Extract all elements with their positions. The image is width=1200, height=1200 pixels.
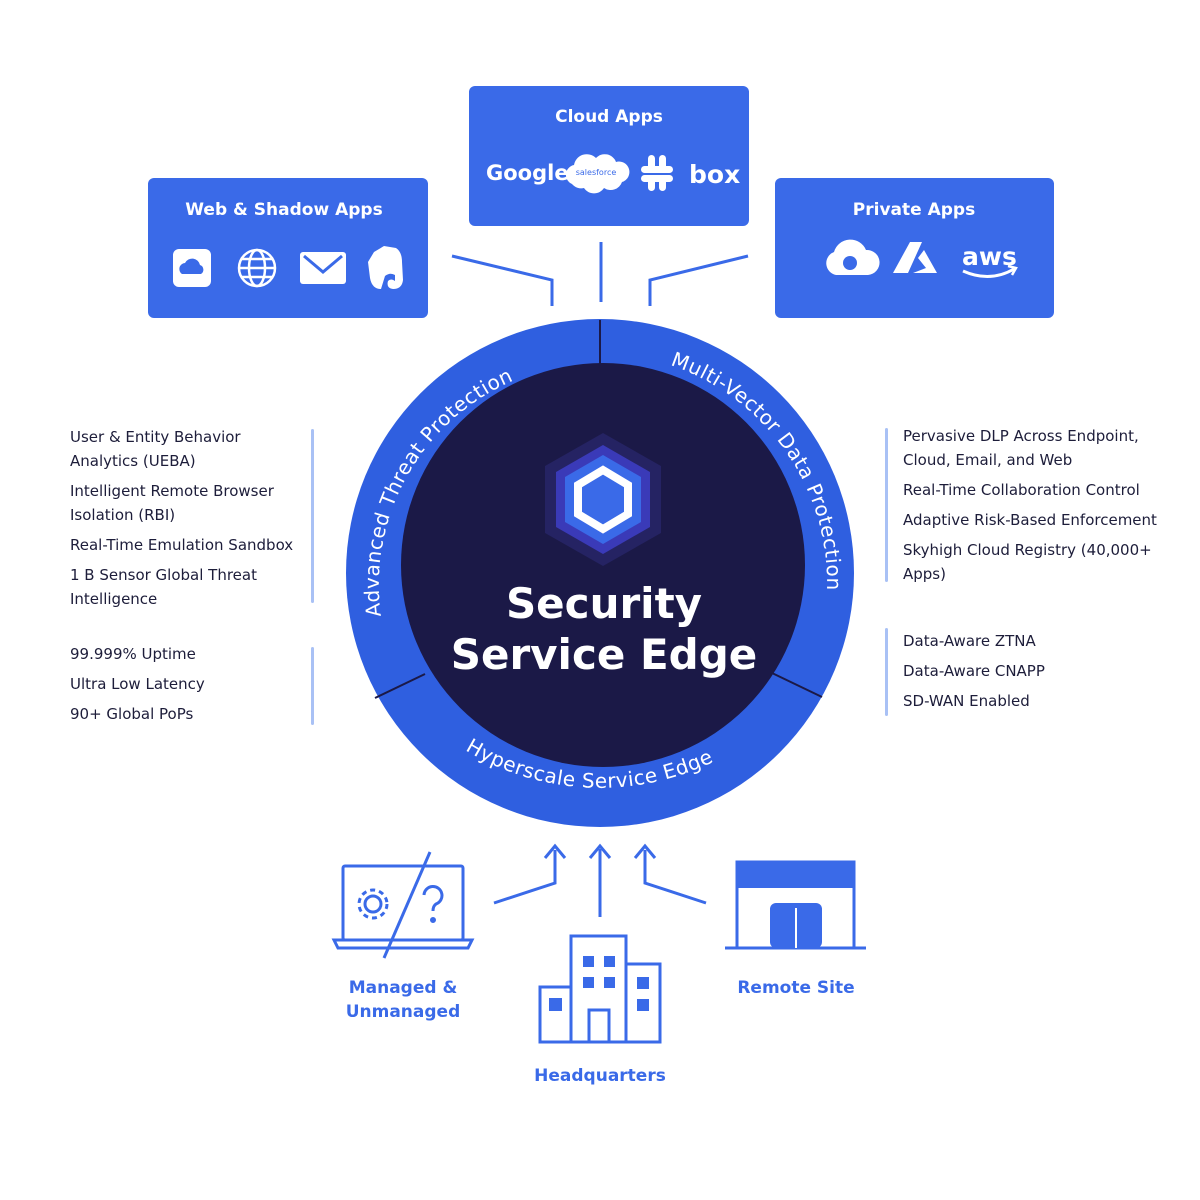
managed-label-line2: Unmanaged (346, 1002, 461, 1022)
managed-label-line1: Managed & (349, 978, 458, 998)
slack-icon (641, 155, 673, 191)
left-feature-item: Intelligent Remote Browser Isolation (RB… (70, 482, 274, 524)
cloud-apps-box: Cloud Apps Google salesforce box (469, 86, 749, 226)
aws-smile-icon (962, 267, 1015, 278)
right-feature-item: Pervasive DLP Across Endpoint, Cloud, Em… (903, 427, 1139, 469)
right-feature-list-2: Data-Aware ZTNA Data-Aware CNAPP SD-WAN … (903, 629, 1173, 719)
private-apps-box: Private Apps aws (775, 178, 1054, 318)
aws-arrow-icon (1007, 264, 1018, 276)
left-feature-item: 90+ Global PoPs (70, 705, 194, 723)
left-feature-item: 1 B Sensor Global Threat Intelligence (70, 566, 257, 608)
right-feature-item: SD-WAN Enabled (903, 692, 1030, 710)
azure-icon (893, 242, 937, 273)
headquarters-label: Headquarters (534, 1066, 666, 1086)
right-feature-item: Data-Aware CNAPP (903, 662, 1045, 680)
globe-icon (237, 248, 277, 288)
office-building-icon (538, 934, 662, 1044)
left-group1-bar (311, 429, 314, 603)
left-feature-item: Ultra Low Latency (70, 675, 205, 693)
top-connectors (451, 242, 749, 306)
hexagon-logo-icon (545, 433, 661, 566)
google-logo: Google (486, 161, 569, 185)
center-title-line1: Security (506, 579, 702, 628)
right-group1-bar (885, 428, 888, 582)
right-feature-item: Skyhigh Cloud Registry (40,000+ Apps) (903, 541, 1152, 583)
right-group2-bar (885, 628, 888, 716)
aws-logo: aws (962, 242, 1017, 271)
left-feature-list-1: User & Entity Behavior Analytics (UEBA) … (70, 425, 306, 617)
left-feature-item: User & Entity Behavior Analytics (UEBA) (70, 428, 241, 470)
storefront-icon (725, 860, 866, 950)
private-apps-title: Private Apps (853, 200, 975, 220)
google-cloud-icon (826, 239, 880, 275)
box-logo: box (689, 160, 740, 189)
cloud-apps-title: Cloud Apps (555, 107, 663, 127)
left-feature-item: Real-Time Emulation Sandbox (70, 536, 294, 554)
sse-ring: Advanced Threat Protection Multi-Vector … (346, 319, 854, 827)
web-shadow-apps-title: Web & Shadow Apps (185, 200, 382, 220)
cloud-app-icon (173, 249, 211, 287)
left-group2-bar (311, 647, 314, 725)
left-feature-list-2: 99.999% Uptime Ultra Low Latency 90+ Glo… (70, 642, 306, 732)
mail-icon (300, 252, 346, 284)
right-feature-item: Adaptive Risk-Based Enforcement (903, 511, 1157, 529)
laptop-gear-question-icon (331, 851, 475, 959)
salesforce-wordmark: salesforce (576, 168, 617, 177)
remote-site-label: Remote Site (737, 978, 854, 998)
web-shadow-apps-box: Web & Shadow Apps (148, 178, 428, 318)
salesforce-logo: salesforce (565, 154, 630, 194)
right-feature-item: Real-Time Collaboration Control (903, 481, 1140, 499)
left-feature-item: 99.999% Uptime (70, 645, 196, 663)
evernote-elephant-icon (368, 246, 403, 289)
center-title-line2: Service Edge (451, 630, 758, 679)
right-feature-list-1: Pervasive DLP Across Endpoint, Cloud, Em… (903, 424, 1173, 592)
bottom-arrows (493, 843, 707, 917)
right-feature-item: Data-Aware ZTNA (903, 632, 1036, 650)
